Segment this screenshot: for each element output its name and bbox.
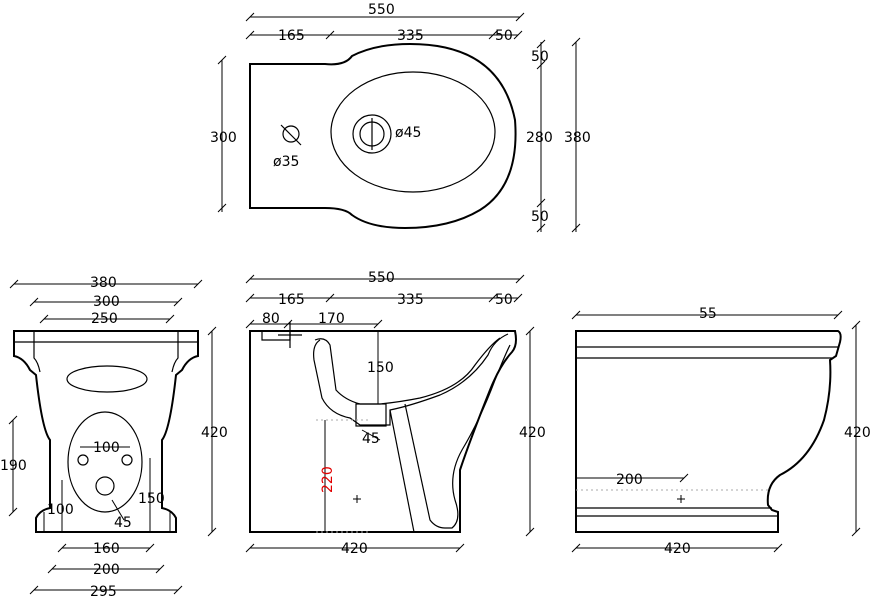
side-dim-170: 170: [318, 311, 345, 327]
top-view-outline: [249, 42, 517, 230]
front-hole-spacing: 100: [93, 440, 120, 456]
top-margin-bottom: 50: [531, 209, 549, 225]
front-mid-width: 300: [93, 294, 120, 310]
front-left-height: 100: [47, 502, 74, 518]
bowl-opening: [330, 71, 496, 193]
top-seg-right: 50: [495, 28, 513, 44]
side-view-top-width: 55: [699, 306, 717, 322]
tap-hole: [282, 125, 300, 143]
side-height: 420: [519, 425, 546, 441]
front-top-width: 380: [90, 275, 117, 291]
side-seg-mid: 335: [397, 292, 424, 308]
drain-hole-outer: [352, 114, 392, 154]
side-overall-width: 550: [368, 270, 395, 286]
top-seg-mid: 335: [397, 28, 424, 44]
side-view-outline: [575, 330, 842, 533]
front-base-160: 160: [93, 541, 120, 557]
top-view: ø45 ø35 550 165 335 50 300 50 280 50 380: [210, 2, 591, 233]
front-base-295: 295: [90, 584, 117, 600]
front-base-200: 200: [93, 562, 120, 578]
front-hole-height: 190: [0, 458, 27, 474]
hole-small-label: ø35: [273, 154, 299, 170]
side-section: 550 165 335 50 80 170 150 45 220 420 420: [245, 270, 546, 557]
side-dim-80: 80: [262, 311, 280, 327]
front-right-height: 150: [138, 491, 165, 507]
side-seg-right: 50: [495, 292, 513, 308]
front-pan-outline: [67, 411, 143, 513]
top-inner-depth: 280: [526, 130, 553, 146]
top-margin-top: 50: [531, 49, 549, 65]
front-height: 420: [201, 425, 228, 441]
side-view-dim-200: 200: [616, 472, 643, 488]
top-outer-depth: 380: [564, 130, 591, 146]
side-seg-left: 165: [278, 292, 305, 308]
top-seg-left: 165: [278, 28, 305, 44]
front-badge-oval: [66, 365, 148, 393]
front-angle: 45: [114, 515, 132, 531]
hole-large-label: ø45: [395, 125, 421, 141]
side-outlet-height: 220: [320, 466, 336, 493]
side-bowl-depth: 150: [367, 360, 394, 376]
side-angle: 45: [362, 431, 380, 447]
top-overall-width: 550: [368, 2, 395, 18]
top-depth-left: 300: [210, 130, 237, 146]
side-view: 55 420 200 420: [571, 306, 870, 557]
side-view-height: 420: [844, 425, 870, 441]
front-view-outline: [13, 330, 199, 533]
side-view-base-width: 420: [664, 541, 691, 557]
side-base-width: 420: [341, 541, 368, 557]
front-view: 380 300 250 420 100 190 100 150 45 160 2…: [0, 275, 228, 600]
outlet: [355, 403, 387, 427]
front-rim-width: 250: [91, 311, 118, 327]
tap-hole-mark: [280, 124, 302, 146]
